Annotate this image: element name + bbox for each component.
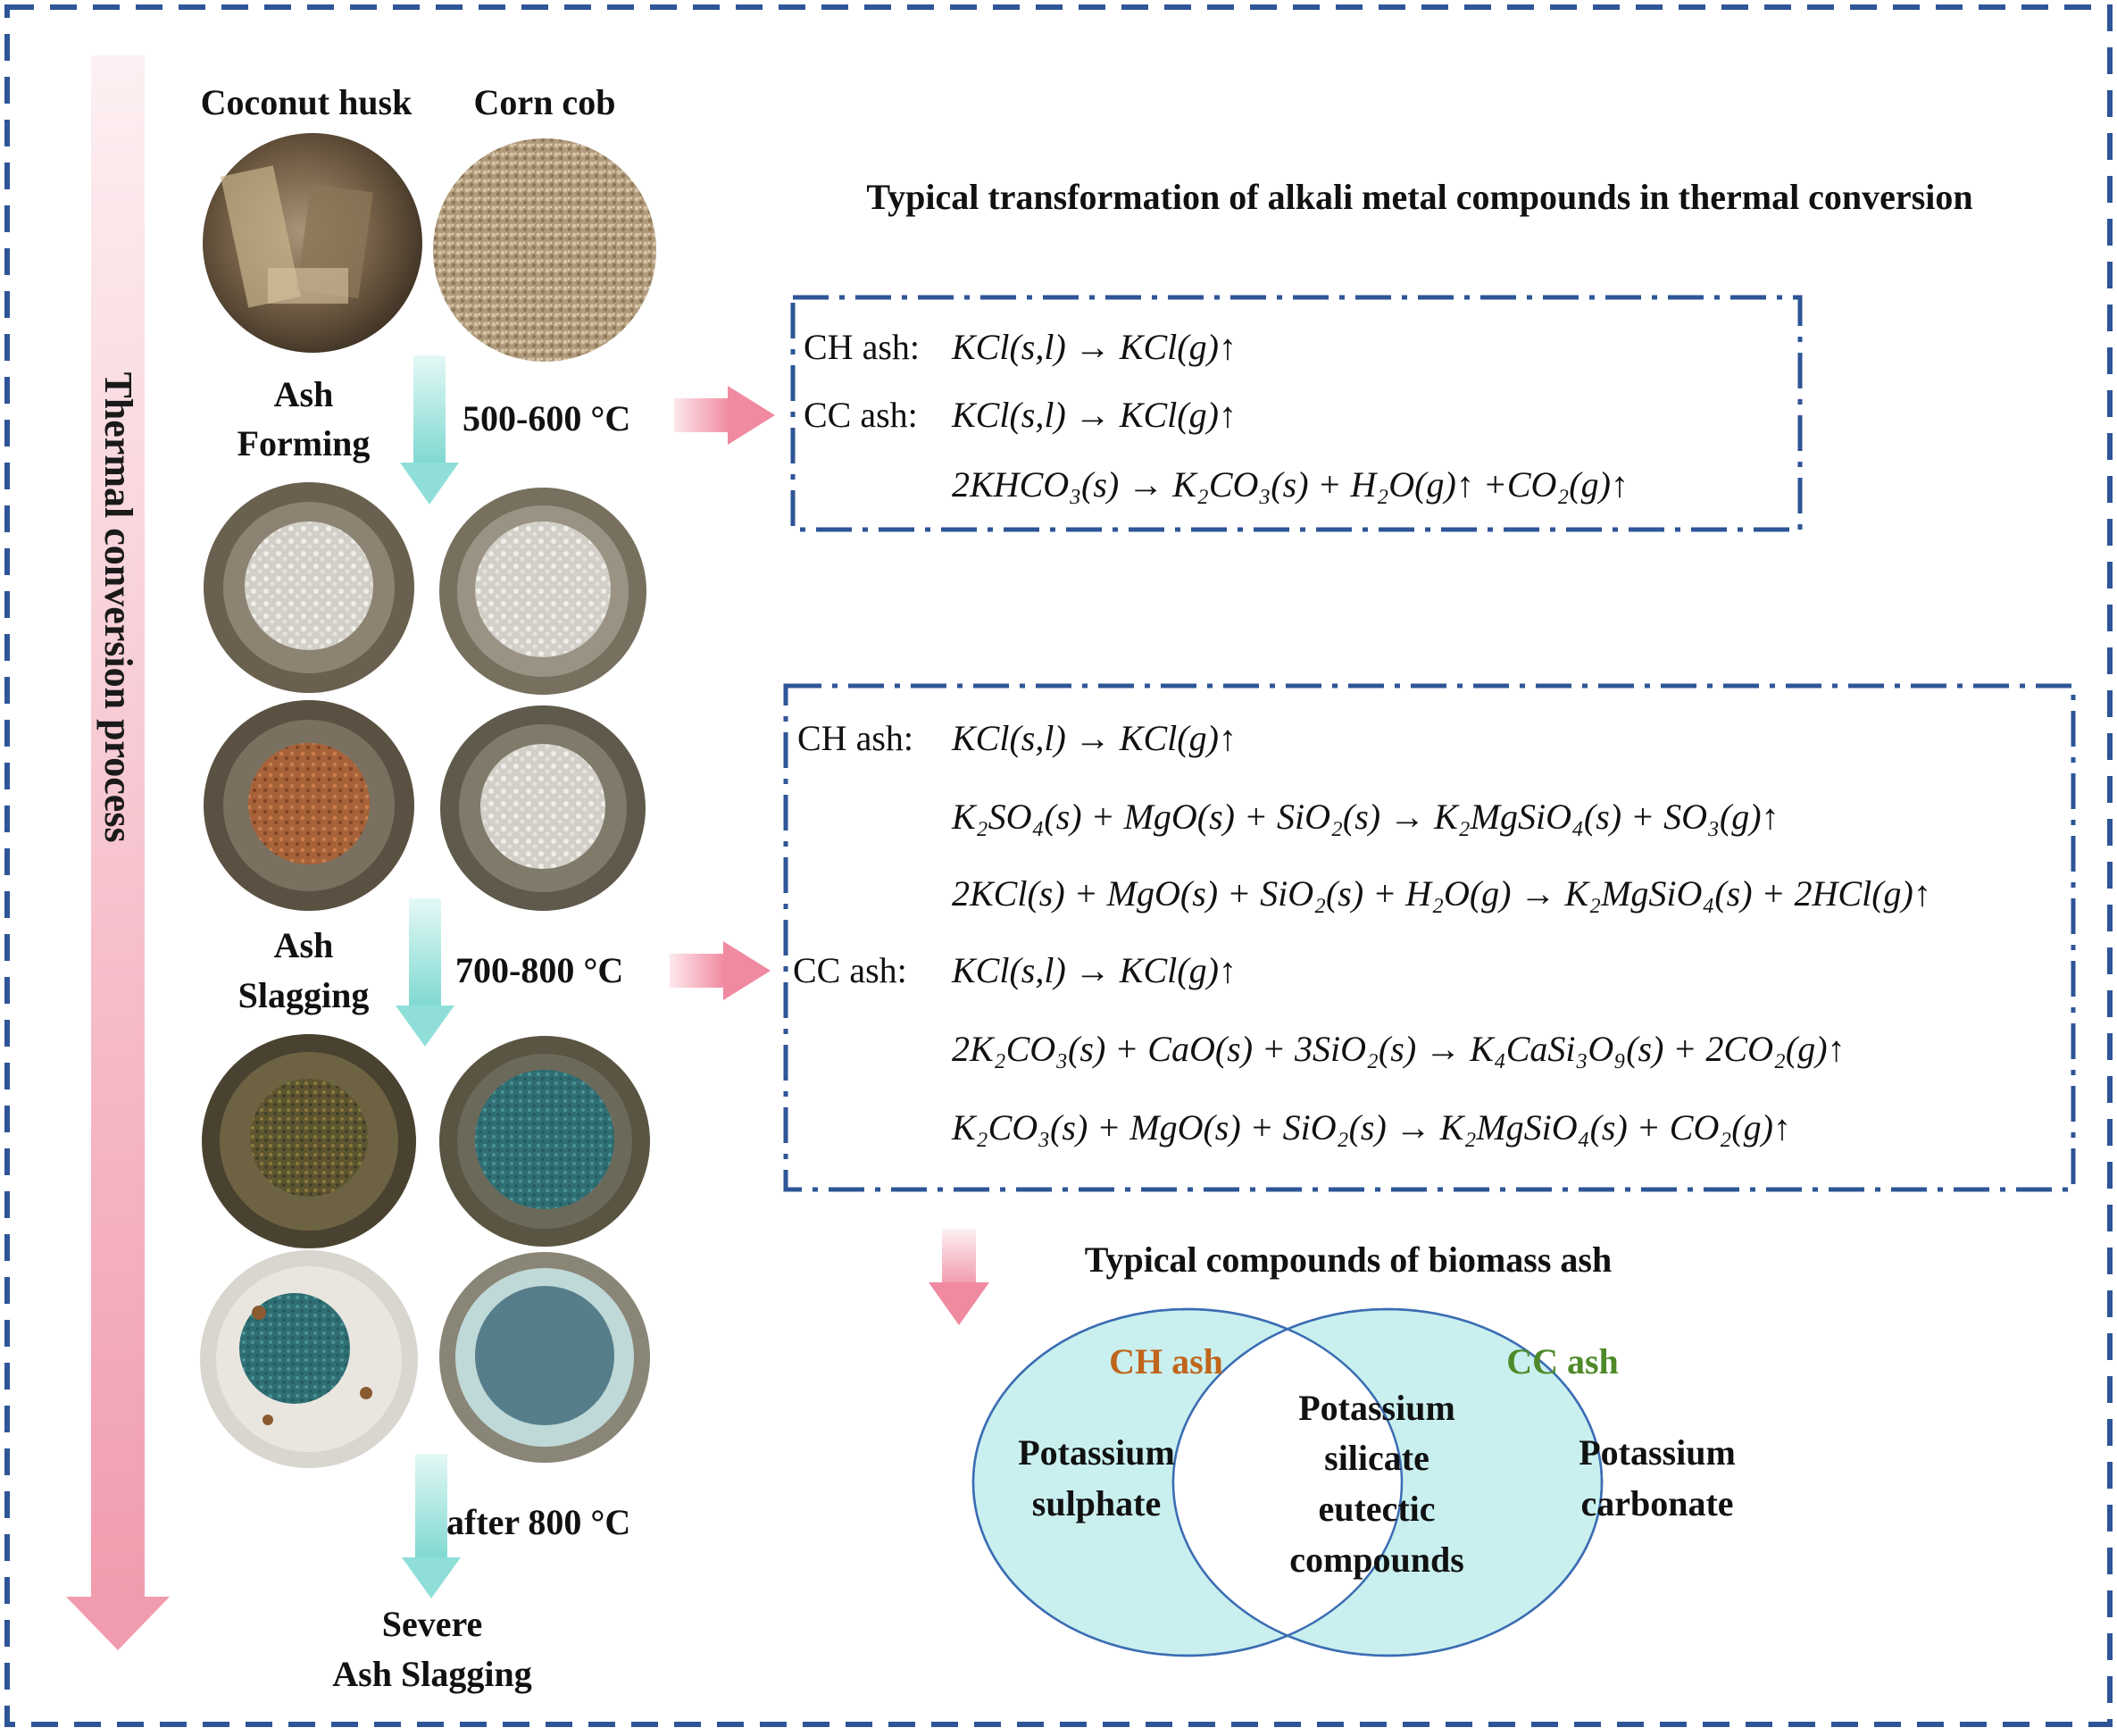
box2-ch-reaction1: KCl(s,l) → KCl(g)↑ — [951, 718, 1237, 758]
venn-mid-line4: compounds — [1289, 1540, 1464, 1580]
venn-cc-title: CC ash — [1506, 1341, 1619, 1381]
temp-500-600: 500-600 °C — [463, 398, 630, 438]
teal-arrow-2 — [396, 898, 454, 1047]
teal-arrow-1 — [400, 355, 459, 505]
box2-content: CH ash: KCl(s,l) → KCl(g)↑ K₂SO₄(s) + Mg… — [793, 718, 1931, 1148]
outer-frame — [4, 4, 2113, 1727]
ash-slagging-line2: Slagging — [238, 975, 370, 1015]
box2-cc-reaction1: KCl(s,l) → KCl(g)↑ — [951, 950, 1237, 990]
temp-after-800: after 800 °C — [446, 1502, 630, 1542]
process-label: Thermal conversion process — [96, 371, 140, 842]
coconut-husk-photo — [203, 133, 422, 353]
transformation-title: Typical transformation of alkali metal c… — [866, 177, 1972, 217]
venn-mid-line2: silicate — [1324, 1438, 1429, 1478]
cc-ash-700-photo — [440, 705, 646, 911]
compounds-title: Typical compounds of biomass ash — [1085, 1239, 1613, 1280]
cc-ash-900-photo — [439, 1252, 650, 1463]
ash-slagging-line1: Ash — [274, 925, 334, 965]
ash-forming-line2: Forming — [238, 423, 371, 463]
corn-cob-label: Corn cob — [474, 82, 616, 122]
venn-left-line1: Potassium — [1018, 1432, 1175, 1473]
cc-ash-600-photo — [439, 488, 646, 695]
ch-ash-600-photo — [204, 482, 414, 693]
box1-cc-reaction2: 2KHCO₃(s) → K₂CO₃(s) + H₂O(g)↑ +CO₂(g)↑ — [952, 464, 1629, 505]
pink-arrow-2 — [670, 941, 771, 1000]
venn-intersection — [1173, 1309, 1402, 1656]
pink-arrow-3 — [929, 1229, 989, 1325]
venn-right-line2: carbonate — [1580, 1483, 1733, 1523]
box2-ch-reaction2: K₂SO₄(s) + MgO(s) + SiO₂(s) → K₂MgSiO₄(s… — [951, 797, 1779, 837]
venn-mid-line1: Potassium — [1298, 1388, 1455, 1428]
venn-left-line2: sulphate — [1032, 1483, 1162, 1523]
severe-slagging-line1: Severe — [382, 1604, 483, 1644]
corn-cob-photo — [433, 138, 656, 362]
venn-ch-title: CH ash — [1109, 1341, 1223, 1381]
box1-ch-label: CH ash: — [804, 327, 920, 367]
ch-ash-800-photo — [202, 1034, 416, 1248]
box2-ch-label: CH ash: — [797, 718, 913, 758]
box2-cc-reaction3: K₂CO₃(s) + MgO(s) + SiO₂(s) → K₂MgSiO₄(s… — [951, 1107, 1791, 1148]
pink-arrow-1 — [674, 386, 775, 445]
box1-ch-reaction: KCl(s,l) → KCl(g)↑ — [951, 327, 1237, 367]
temp-700-800: 700-800 °C — [455, 950, 623, 990]
venn-diagram: CH ash CC ash Potassium sulphate Potassi… — [971, 1307, 1736, 1657]
reaction-box-1 — [790, 295, 1803, 532]
ash-forming-line1: Ash — [274, 374, 334, 414]
teal-arrow-3 — [402, 1454, 461, 1598]
ch-ash-700-photo — [204, 700, 414, 911]
severe-slagging-line2: Ash Slagging — [332, 1654, 531, 1694]
box1-cc-label: CC ash: — [804, 395, 918, 435]
box1-content: CH ash: KCl(s,l) → KCl(g)↑ CC ash: KCl(s… — [804, 327, 1629, 505]
box2-ch-reaction3: 2KCl(s) + MgO(s) + SiO₂(s) + H₂O(g) → K₂… — [952, 873, 1931, 914]
box2-cc-reaction2: 2K₂CO₃(s) + CaO(s) + 3SiO₂(s) → K₄CaSi₃O… — [952, 1029, 1846, 1069]
venn-right-line1: Potassium — [1579, 1432, 1736, 1473]
venn-mid-line3: eutectic — [1318, 1489, 1435, 1529]
cc-ash-800-photo — [439, 1036, 650, 1247]
box1-cc-reaction1: KCl(s,l) → KCl(g)↑ — [951, 395, 1237, 435]
reaction-box-2 — [783, 683, 2076, 1192]
ch-ash-900-photo — [200, 1250, 418, 1468]
box2-cc-label: CC ash: — [793, 950, 907, 990]
thermal-process-arrow: Thermal conversion process — [66, 55, 170, 1650]
coconut-husk-label: Coconut husk — [201, 82, 413, 122]
